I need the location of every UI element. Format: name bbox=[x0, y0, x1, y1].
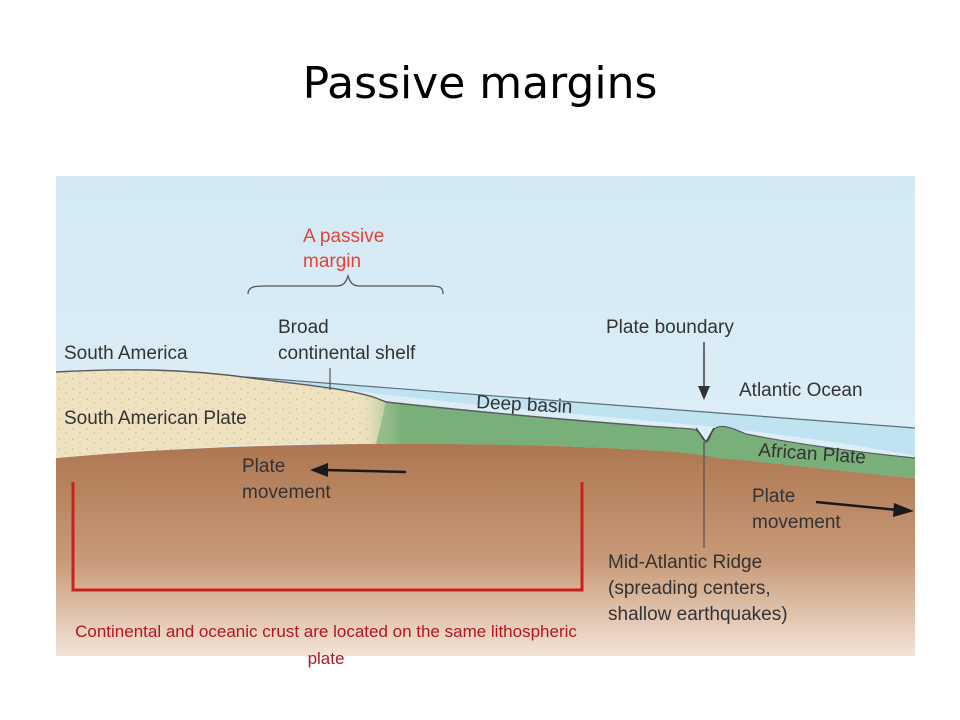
oceanic-crust bbox=[376, 402, 915, 478]
continental-crust bbox=[56, 369, 386, 458]
label-ridge-2: (spreading centers, bbox=[608, 578, 771, 599]
ridge-cleft bbox=[695, 427, 715, 444]
ocean-water bbox=[251, 378, 915, 456]
label-plate-boundary: Plate boundary bbox=[606, 317, 734, 338]
label-passive-margin-1: A passive bbox=[303, 226, 384, 247]
label-passive-margin-2: margin bbox=[303, 251, 361, 272]
label-atlantic-ocean: Atlantic Ocean bbox=[739, 380, 863, 401]
slide-title: Passive margins bbox=[302, 58, 658, 109]
sea-surface-line bbox=[245, 376, 915, 429]
label-ridge-3: shallow earthquakes) bbox=[608, 604, 788, 625]
passive-margin-diagram: A passive margin Broad continental shelf… bbox=[56, 176, 915, 656]
left-movement-arrow-shaft bbox=[323, 468, 407, 474]
label-ridge-1: Mid-Atlantic Ridge bbox=[608, 552, 762, 573]
right-movement-arrowhead bbox=[893, 503, 914, 517]
label-plate-movement-right-2: movement bbox=[752, 512, 841, 533]
label-plate-movement-left-2: movement bbox=[242, 482, 331, 503]
continental-fade bbox=[356, 392, 401, 444]
label-south-america: South America bbox=[64, 343, 188, 364]
label-deep-basin: Deep basin bbox=[476, 392, 573, 418]
mantle-layer bbox=[56, 443, 915, 656]
passive-margin-brace bbox=[247, 273, 444, 295]
right-movement-arrow-shaft bbox=[815, 500, 899, 512]
continent-surface-line bbox=[56, 369, 677, 429]
label-plate-movement-left-1: Plate bbox=[242, 456, 285, 477]
caption-text: Continental and oceanic crust are locate… bbox=[75, 622, 577, 668]
left-movement-arrowhead bbox=[310, 463, 328, 477]
label-south-american-plate: South American Plate bbox=[64, 408, 247, 429]
label-plate-movement-right-1: Plate bbox=[752, 486, 795, 507]
red-bracket bbox=[71, 482, 584, 592]
plate-boundary-arrowhead bbox=[698, 386, 710, 400]
label-shelf-1: Broad bbox=[278, 317, 329, 338]
label-shelf-2: continental shelf bbox=[278, 343, 416, 364]
